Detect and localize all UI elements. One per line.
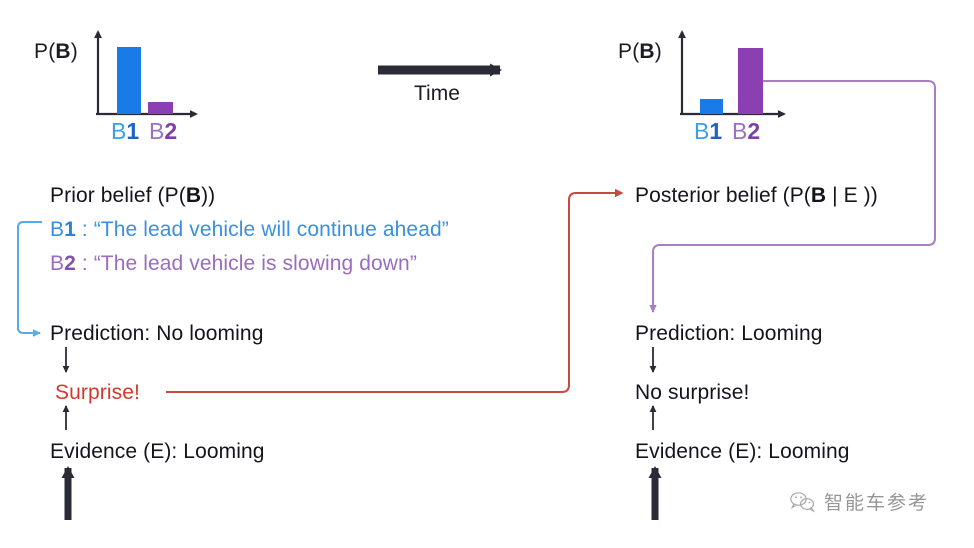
left-prediction-text: Prediction: No looming <box>50 322 264 345</box>
posterior-belief-heading: Posterior belief (P(B | E )) <box>635 184 878 207</box>
belief-b1-statement: B1 : “The lead vehicle will continue ahe… <box>50 218 449 241</box>
left-tick-label-b2: B2 <box>149 118 178 144</box>
no-surprise-text: No surprise! <box>635 381 750 404</box>
left-chart-plot <box>30 30 230 114</box>
time-arrow-label: Time <box>414 82 460 105</box>
right-tick-label-b1: B1 <box>694 118 723 144</box>
right-bar-b2 <box>738 48 763 114</box>
left-evidence-text: Evidence (E): Looming <box>50 440 265 463</box>
right-chart-axes <box>678 30 786 118</box>
left-bar-b2 <box>148 102 173 114</box>
left-chart-axes <box>94 30 198 118</box>
purple-connector-b2-to-prediction <box>649 80 936 313</box>
right-evidence-text: Evidence (E): Looming <box>635 440 850 463</box>
prior-belief-heading: Prior belief (P(B)) <box>50 184 216 207</box>
blue-connector-b1-to-prediction <box>17 221 42 337</box>
left-chart: P(B) <box>30 30 230 150</box>
right-chart: P(B) <box>614 30 814 150</box>
left-tick-label-b1: B1 <box>111 118 140 144</box>
right-bar-b1 <box>700 99 723 114</box>
watermark-text: 智能车参考 <box>824 492 930 514</box>
left-bar-b1 <box>117 47 141 114</box>
surprise-text: Surprise! <box>55 381 140 404</box>
left-chart-y-axis-label: P(B) <box>34 40 78 63</box>
watermark: 智能车参考 <box>790 488 929 515</box>
right-chart-y-axis-label: P(B) <box>618 40 662 63</box>
belief-b2-statement: B2 : “The lead vehicle is slowing down” <box>50 252 417 275</box>
red-connector-surprise-to-posterior <box>166 188 624 393</box>
wechat-logo-icon <box>790 491 816 513</box>
right-prediction-text: Prediction: Looming <box>635 322 823 345</box>
right-tick-label-b2: B2 <box>732 118 761 144</box>
right-chart-plot <box>614 30 814 114</box>
